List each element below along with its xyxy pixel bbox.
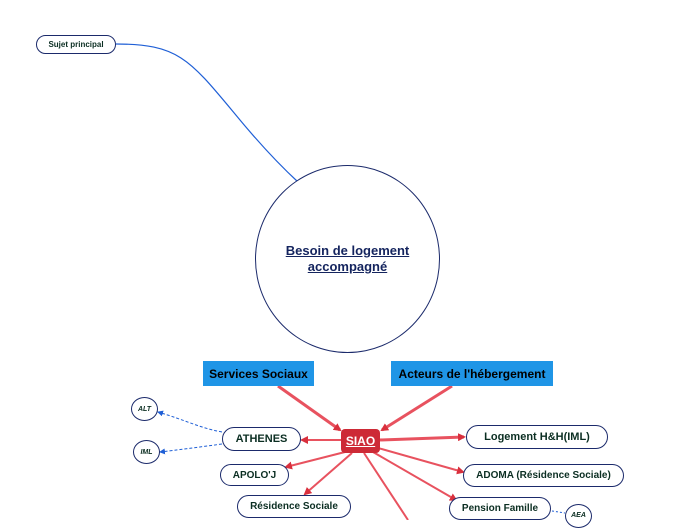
node-iml[interactable]: IML bbox=[133, 440, 160, 464]
link-athenes-to-iml bbox=[159, 443, 223, 455]
node-athenes[interactable]: ATHENES bbox=[222, 427, 301, 451]
arrow-siao-to-residence bbox=[303, 452, 353, 496]
node-logement-hh-label: Logement H&H(IML) bbox=[484, 431, 590, 443]
node-residence-sociale-label: Résidence Sociale bbox=[250, 501, 338, 512]
node-alt[interactable]: ALT bbox=[131, 397, 158, 421]
node-sujet-principal[interactable]: Sujet principal bbox=[36, 35, 116, 54]
node-pension-famille-label: Pension Famille bbox=[461, 503, 539, 514]
arrow-siao-to-pension bbox=[372, 451, 458, 502]
node-logement-hh[interactable]: Logement H&H(IML) bbox=[466, 425, 608, 449]
node-aea[interactable]: AEA bbox=[565, 504, 592, 528]
arrow-acteurs-to-siao bbox=[380, 384, 453, 432]
arrow-siao-to-apoloj bbox=[284, 451, 346, 470]
node-siao-label: SIAO bbox=[345, 434, 376, 448]
central-topic-label: Besoin de logement accompagné bbox=[285, 243, 410, 274]
node-apoloj[interactable]: APOLO'J bbox=[220, 464, 289, 486]
link-athenes-to-alt bbox=[157, 410, 223, 433]
node-acteurs-hebergement[interactable]: Acteurs de l'hébergement bbox=[391, 361, 553, 386]
link-pension-to-aea bbox=[551, 510, 566, 514]
node-aea-label: AEA bbox=[571, 512, 586, 519]
arrow-siao-to-logement bbox=[379, 433, 466, 442]
node-adoma[interactable]: ADOMA (Résidence Sociale) bbox=[463, 464, 624, 487]
node-acteurs-hebergement-label: Acteurs de l'hébergement bbox=[398, 366, 546, 381]
arrow-siao-to-adoma bbox=[377, 447, 465, 475]
node-services-sociaux[interactable]: Services Sociaux bbox=[203, 361, 314, 386]
node-alt-label: ALT bbox=[137, 405, 152, 413]
node-residence-sociale[interactable]: Résidence Sociale bbox=[237, 495, 351, 518]
arrow-services-to-siao bbox=[277, 384, 342, 432]
node-iml-label: IML bbox=[140, 448, 153, 456]
node-apoloj-label: APOLO'J bbox=[232, 469, 277, 481]
arrow-siao-downward bbox=[363, 452, 409, 520]
node-sujet-principal-label: Sujet principal bbox=[48, 40, 104, 49]
node-adoma-label: ADOMA (Résidence Sociale) bbox=[476, 470, 611, 481]
node-siao[interactable]: SIAO bbox=[341, 429, 380, 453]
node-athenes-label: ATHENES bbox=[235, 433, 288, 445]
central-topic-node[interactable]: Besoin de logement accompagné bbox=[255, 165, 440, 353]
node-services-sociaux-label: Services Sociaux bbox=[209, 366, 308, 381]
link-sujet-to-topic bbox=[115, 43, 299, 183]
node-pension-famille[interactable]: Pension Famille bbox=[449, 497, 551, 520]
